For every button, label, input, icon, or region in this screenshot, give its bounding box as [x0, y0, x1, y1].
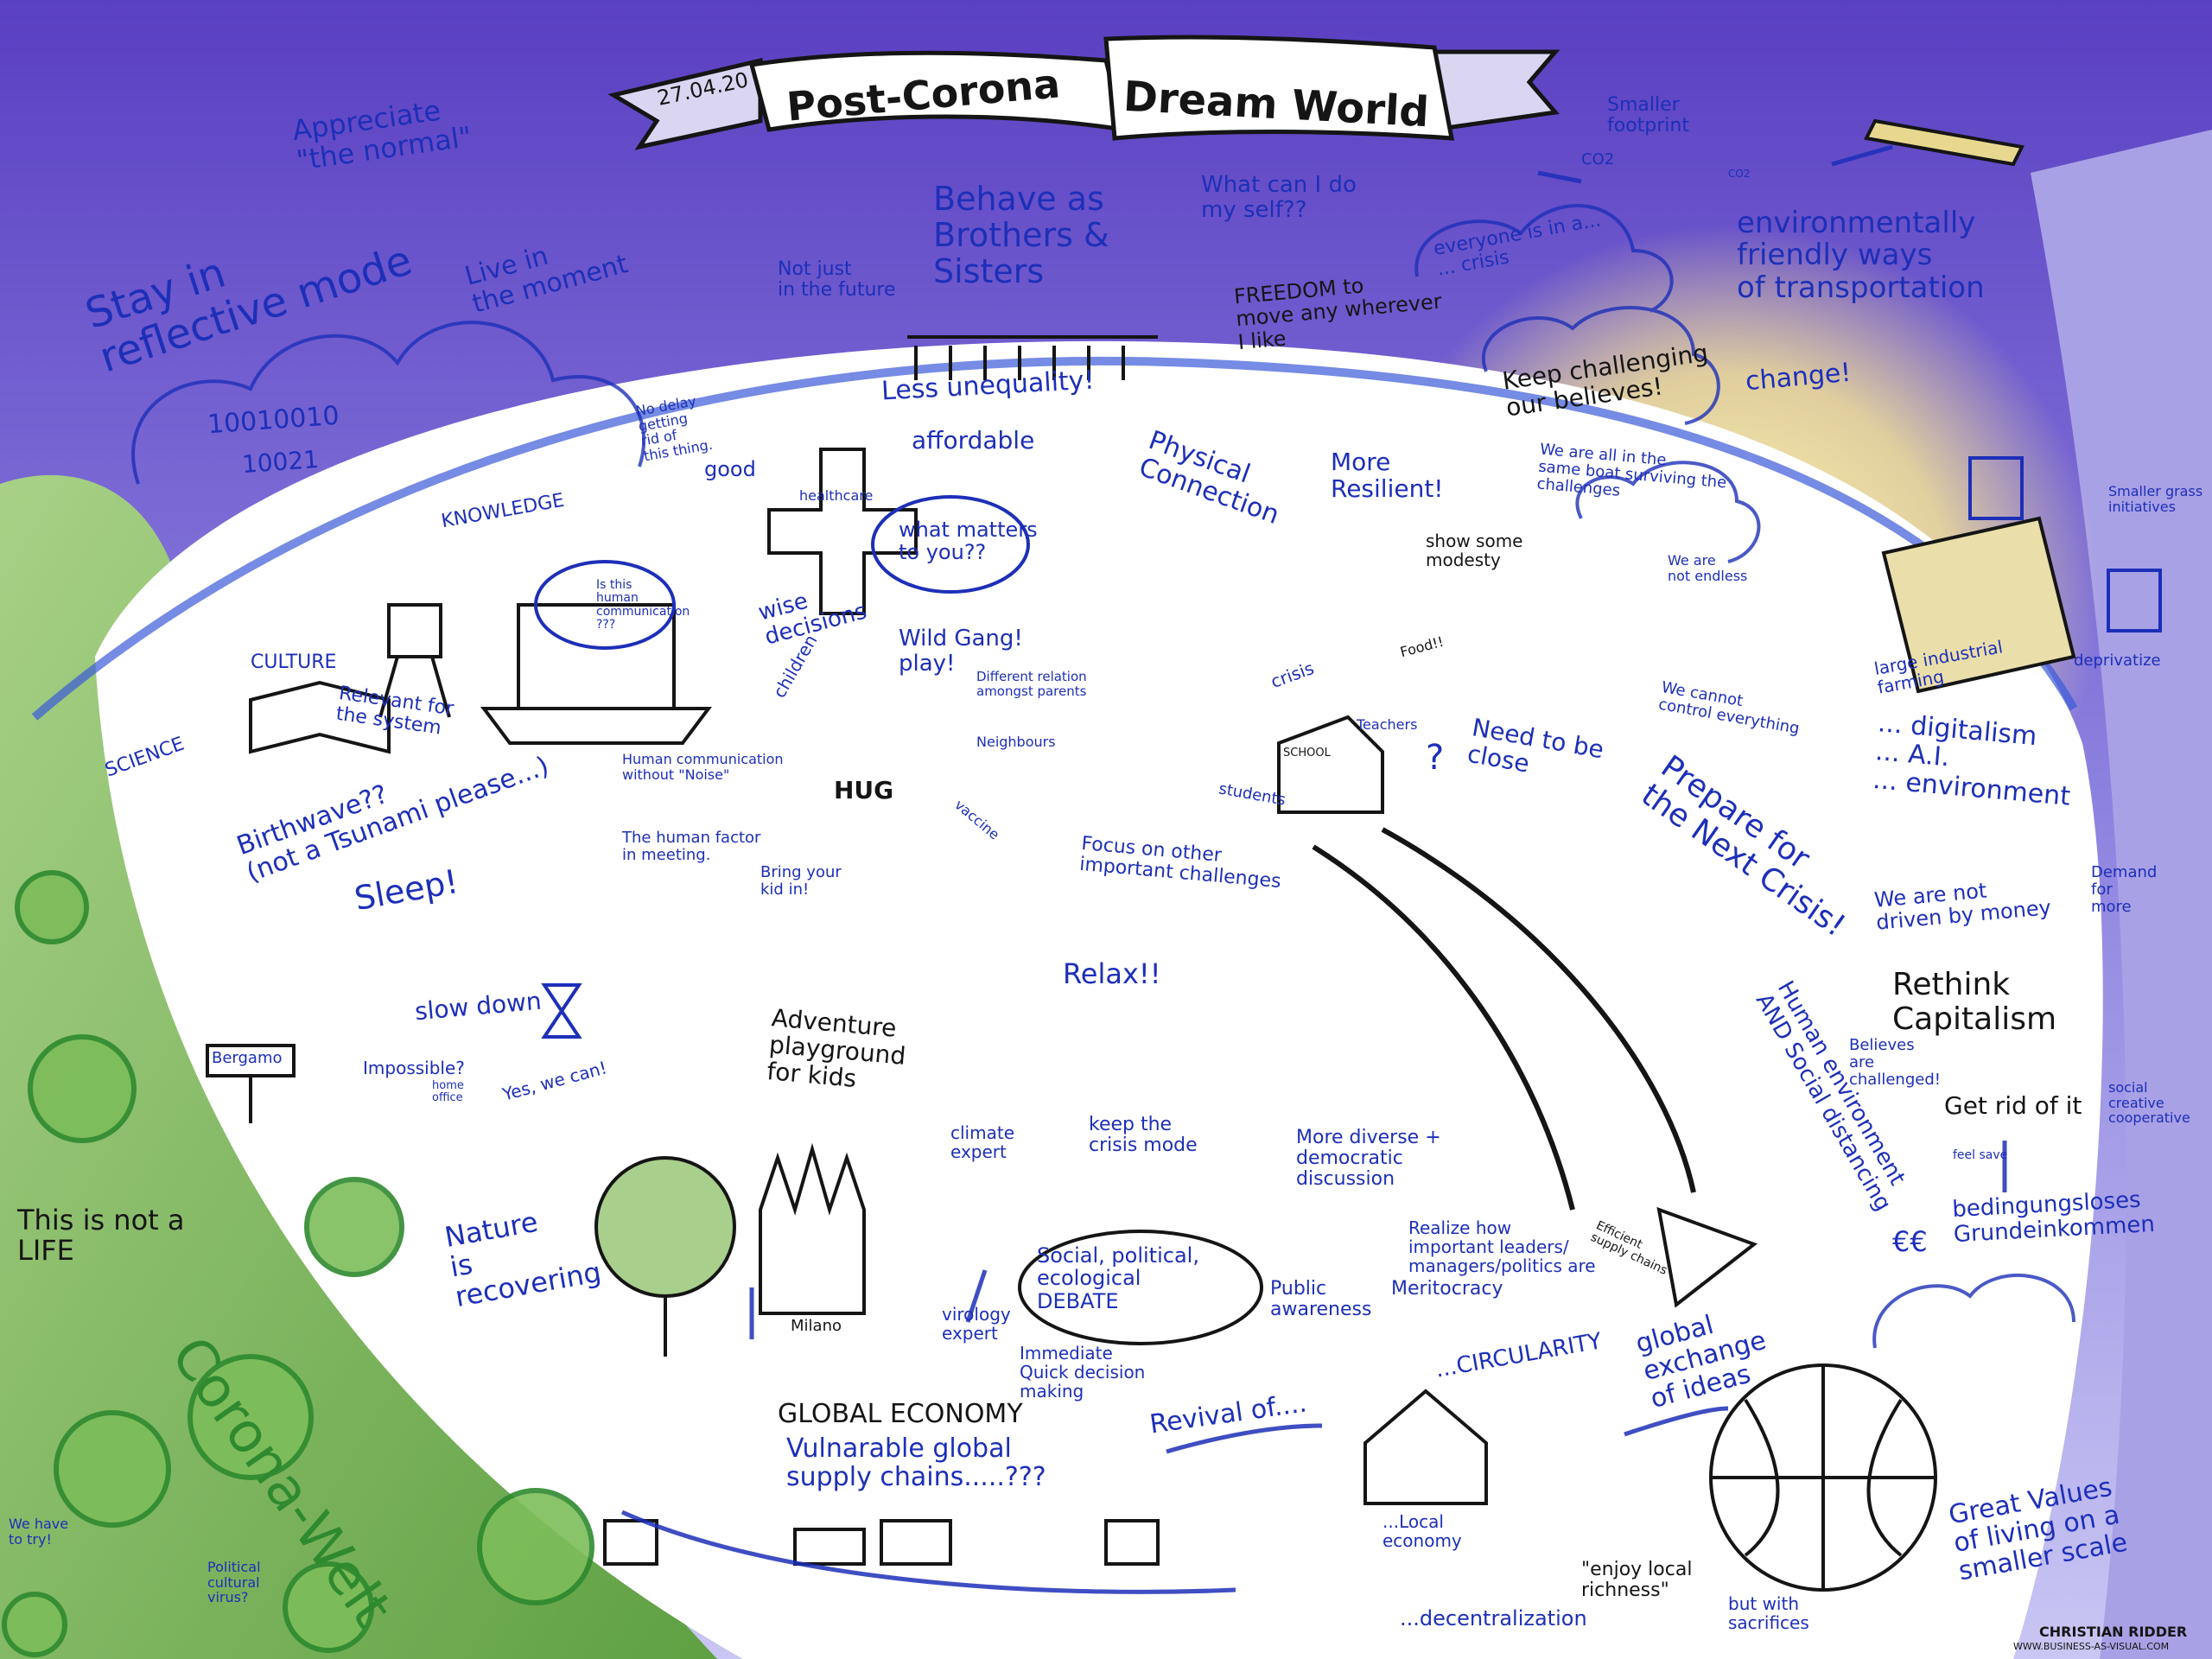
bring-kid-label: Bring your kid in! [760, 863, 842, 899]
arrows [620, 144, 2007, 1594]
culture-label: CULTURE [251, 652, 337, 673]
adventure-label: Adventure playground for kids [766, 1003, 907, 1093]
smaller-grass-label: Smaller grass initiatives [2108, 483, 2203, 515]
global-economy-label: GLOBAL ECONOMY [778, 1399, 1023, 1429]
credit-url: WWW.BUSINESS-AS-VISUAL.COM [2013, 1641, 2170, 1652]
immediate-decisions-label: Immediate Quick decision making [1020, 1343, 1146, 1402]
hug-label: HUG [834, 776, 894, 804]
social-creative-label: social creative cooperative [2108, 1079, 2190, 1127]
bergamo-sign-label: Bergamo [212, 1049, 283, 1067]
teachers-label: Teachers [1357, 716, 1418, 733]
wild-gang-label: Wild Gang! play! [899, 626, 1023, 677]
political-virus-label: Political cultural virus? [207, 1559, 261, 1606]
human-no-noise-label: Human communication without "Noise" [622, 751, 784, 783]
get-rid-label: Get rid of it [1944, 1091, 2082, 1120]
question-mark: ? [1426, 738, 1445, 778]
public-awareness-label: Public awareness [1270, 1278, 1372, 1321]
human-factor-label: The human factor in meeting. [622, 829, 761, 864]
relax-label: Relax!! [1063, 957, 1161, 990]
what-matters-label: what matters to you?? [899, 518, 1038, 565]
local-economy-label: ...Local economy [1382, 1511, 1462, 1551]
environmental-transport-label: environmentally friendly ways of transpo… [1737, 206, 1985, 305]
good-label: good [704, 457, 756, 481]
no-delay-label: No delay getting rid of this thing. [634, 392, 715, 465]
more-resilient-label: More Resilient! [1331, 448, 1444, 503]
rethink-capitalism-label: Rethink Capitalism [1892, 967, 2057, 1037]
impossible-label: Impossible? [363, 1058, 465, 1078]
sacrifices-label: but with sacrifices [1728, 1593, 1809, 1633]
deprivatize-label: deprivatize [2074, 652, 2161, 670]
realize-leaders-label: Realize how important leaders/ managers/… [1408, 1217, 1596, 1276]
debate-label: Social, political, ecological DEBATE [1037, 1243, 1199, 1313]
co2-large-label: CO2 [1581, 150, 1615, 168]
horizon-line [31, 356, 2078, 721]
euro-label: €€ [1892, 1225, 1928, 1258]
different-relation-label: Different relation amongst parents [976, 669, 1087, 699]
enjoy-local-label: "enjoy local richness" [1581, 1559, 1693, 1602]
smaller-footprint-label: Smaller footprint [1607, 94, 1689, 137]
we-have-try-label: We have to try! [9, 1516, 69, 1548]
home-office-label: home office [432, 1079, 464, 1105]
school-label: SCHOOL [1283, 747, 1331, 760]
binary-line-2: 10021 [240, 444, 321, 480]
clouds [131, 204, 2075, 1349]
vulnerable-supply-label: Vulnarable global supply chains.....??? [786, 1433, 1046, 1492]
title-banner [607, 35, 1560, 150]
more-diverse-label: More diverse + democratic discussion [1296, 1127, 1441, 1191]
digitalism-label: ... digitalism ... A.I. ... environment [1872, 708, 2072, 812]
feel-save-label: feel save [1953, 1148, 2008, 1162]
show-modesty-label: show some modesty [1426, 531, 1523, 570]
virus-cells [2, 870, 594, 1657]
virology-label: virology expert [942, 1304, 1011, 1344]
not-endless-label: We are not endless [1668, 552, 1748, 584]
neighbours-label: Neighbours [976, 734, 1056, 750]
healthcare-label: healthcare [799, 487, 874, 504]
co2-small-label: CO2 [1728, 168, 1751, 180]
climate-expert-label: climate expert [950, 1122, 1014, 1162]
human-communication-question: Is this human communication ??? [596, 578, 690, 632]
not-future-label: Not just in the future [778, 258, 896, 302]
right-sky [2031, 130, 2212, 1659]
beliefs-challenged-label: Believes are challenged! [1849, 1036, 1941, 1089]
decentralization-label: ...decentralization [1400, 1606, 1587, 1630]
demand-more-label: Demand for more [2091, 863, 2158, 916]
world-ellipse [95, 340, 2103, 1659]
affordable-label: affordable [912, 426, 1035, 454]
behave-label: Behave as Brothers & Sisters [933, 180, 1109, 290]
what-can-i-label: What can I do my self?? [1201, 172, 1357, 223]
not-a-life-label: This is not a LIFE [17, 1204, 185, 1268]
credit-name: CHRISTIAN RIDDER [2039, 1624, 2188, 1640]
keep-crisis-label: keep the crisis mode [1089, 1114, 1198, 1157]
milano-label: Milano [791, 1317, 842, 1335]
grundeinkommen-label: bedingungsloses Grundeinkommen [1951, 1186, 2156, 1248]
meritocracy-label: Meritocracy [1391, 1278, 1503, 1300]
sketch-drawings [206, 118, 2162, 1592]
